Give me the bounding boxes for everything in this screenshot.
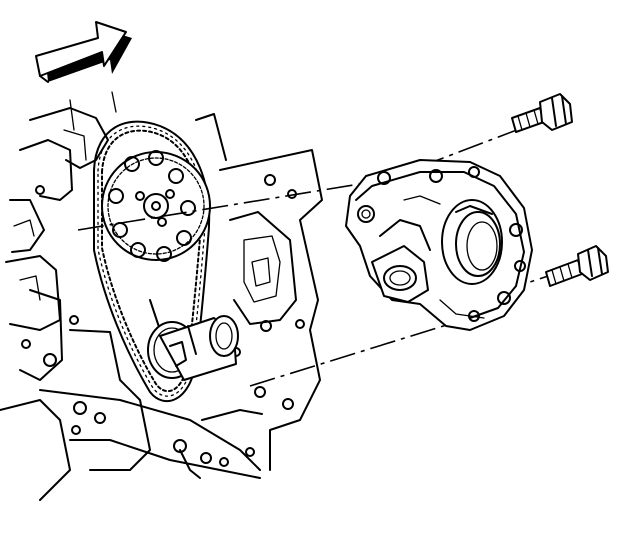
- direction-arrow-icon: [35, 21, 132, 83]
- camshaft-sprocket: [101, 150, 211, 262]
- timing-chain: [93, 120, 211, 403]
- crankshaft-sprocket: [147, 315, 239, 381]
- lower-bolt: [545, 245, 609, 287]
- oil-pump-assembly: [345, 159, 533, 331]
- upper-bolt: [511, 93, 573, 133]
